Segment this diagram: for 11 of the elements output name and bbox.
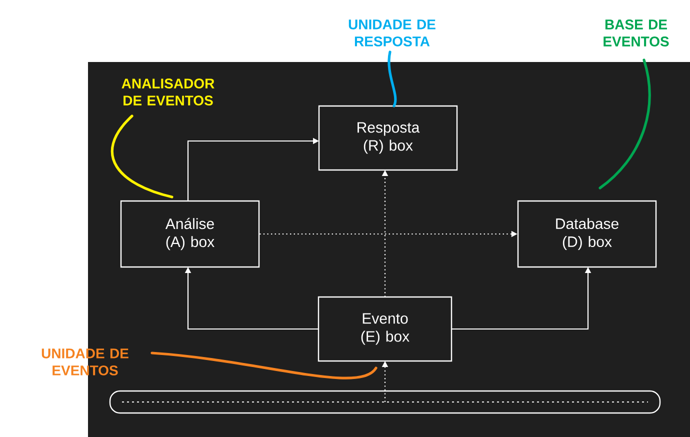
process-box: Análise (A) box xyxy=(120,200,260,268)
leader-line xyxy=(150,352,378,380)
process-box: Evento (E) box xyxy=(318,296,452,362)
event-stream-bar xyxy=(109,390,661,414)
leader-line xyxy=(110,114,174,198)
leader-line xyxy=(598,58,651,190)
callout-label: BASE DE EVENTOS xyxy=(604,20,669,46)
callout-label: ANALISADOR DE EVENTOS xyxy=(122,78,214,106)
process-box: Database (D) box xyxy=(517,200,657,268)
process-box: Resposta (R) box xyxy=(318,105,458,171)
callout-label: UNIDADE DE RESPOSTA xyxy=(348,20,436,46)
